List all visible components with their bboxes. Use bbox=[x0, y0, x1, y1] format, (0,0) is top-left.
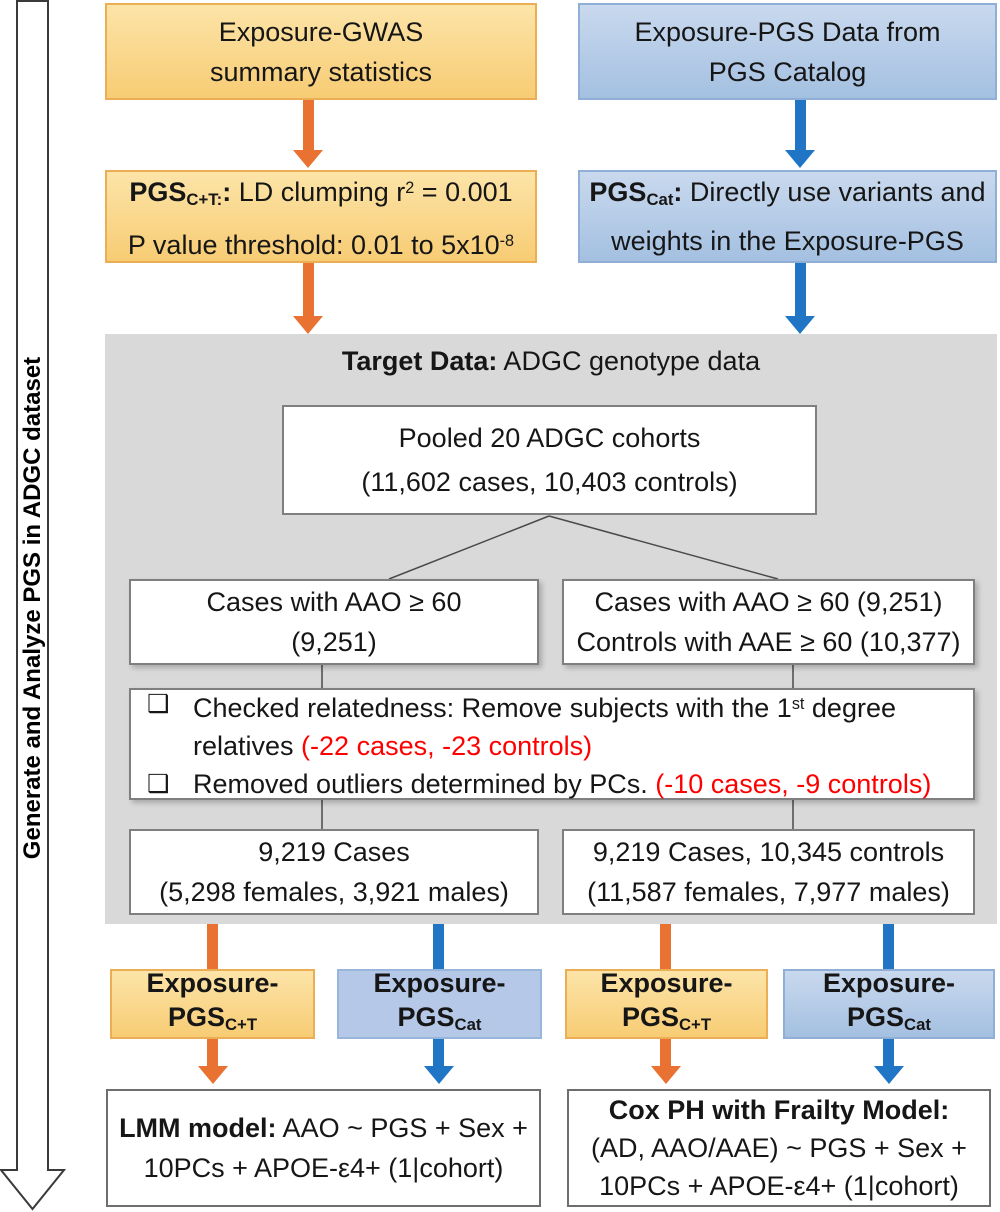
lmm-line1: LMM model: AAO ~ PGS + Sex + bbox=[119, 1113, 528, 1143]
lmm-model-box: LMM model: AAO ~ PGS + Sex + 10PCs + APO… bbox=[106, 1089, 541, 1207]
pooled-line2: (11,602 cases, 10,403 controls) bbox=[361, 467, 738, 497]
down-arrow-orange-head-icon bbox=[293, 316, 323, 334]
right-result-line2: (11,587 females, 7,977 males) bbox=[587, 877, 950, 907]
qc-item-relatedness: ❑ Checked relatedness: Remove subjects w… bbox=[147, 685, 957, 765]
qc-checklist-box: ❑ Checked relatedness: Remove subjects w… bbox=[129, 688, 975, 800]
qc-item-outliers-text: Removed outliers determined by PCs. (-10… bbox=[193, 769, 932, 800]
down-arrow-orange-icon bbox=[303, 263, 314, 317]
pgs-ct-line2: P value threshold: 0.01 to 5x10-8 bbox=[127, 229, 515, 260]
pgs-cat-method-box: PGSCat: Directly use variants and weight… bbox=[578, 170, 997, 263]
qc-item-relatedness-text: Checked relatedness: Remove subjects wit… bbox=[193, 693, 896, 762]
down-arrow-blue-head-icon bbox=[785, 316, 815, 334]
down-arrow-blue-head-icon bbox=[785, 150, 815, 168]
pgs-cat-line2: weights in the Exposure-PGS bbox=[611, 225, 964, 256]
exposure-pgs-cat-box-2: Exposure- PGSCat bbox=[783, 968, 995, 1039]
checkbox-bullet-icon: ❑ bbox=[147, 689, 170, 718]
right-case-line1: Cases with AAO ≥ 60 (9,251) bbox=[594, 587, 943, 617]
cox-line3: 10PCs + APOE-ε4+ (1|cohort) bbox=[599, 1171, 959, 1201]
qc-removed-counts-red: (-22 cases, -23 controls) bbox=[301, 731, 593, 762]
down-arrow-blue-icon bbox=[795, 100, 806, 152]
right-case-box: Cases with AAO ≥ 60 (9,251) Controls wit… bbox=[562, 579, 975, 665]
checkbox-bullet-icon: ❑ bbox=[147, 770, 170, 799]
left-case-box: Cases with AAO ≥ 60 (9,251) bbox=[129, 579, 539, 665]
cox-line1: Cox PH with Frailty Model: bbox=[608, 1095, 950, 1125]
pooled-line1: Pooled 20 ADGC cohorts bbox=[398, 423, 701, 453]
exposure-pgs-cat-box-1: Exposure- PGSCat bbox=[337, 968, 542, 1039]
pgs-cat-line1: PGSCat: Directly use variants and bbox=[589, 177, 986, 210]
target-data-title: Target Data: ADGC genotype data bbox=[341, 346, 761, 376]
down-arrow-blue-icon bbox=[795, 263, 806, 317]
cox-line2: (AD, AAO/AAE) ~ PGS + Sex + bbox=[591, 1133, 967, 1163]
qc-item-outliers: ❑ Removed outliers determined by PCs. (-… bbox=[147, 765, 957, 803]
exposure-gwas-line2: summary statistics bbox=[209, 56, 433, 87]
pgs-catalog-line1: Exposure-PGS Data from bbox=[634, 16, 941, 47]
pgs-ct-line1: PGSC+T:: LD clumping r2 = 0.001 bbox=[129, 177, 513, 210]
down-arrow-blue-head-icon bbox=[424, 1066, 454, 1084]
left-case-line2: (9,251) bbox=[291, 627, 377, 657]
down-arrow-orange-head-icon bbox=[293, 150, 323, 168]
left-result-line2: (5,298 females, 3,921 males) bbox=[159, 877, 509, 907]
exposure-gwas-line1: Exposure-GWAS bbox=[218, 16, 424, 47]
pgs-catalog-line2: PGS Catalog bbox=[708, 56, 867, 87]
right-result-box: 9,219 Cases, 10,345 controls (11,587 fem… bbox=[562, 829, 975, 915]
left-result-box: 9,219 Cases (5,298 females, 3,921 males) bbox=[129, 829, 539, 915]
cox-model-box: Cox PH with Frailty Model: (AD, AAO/AAE)… bbox=[567, 1089, 991, 1207]
lmm-line2: 10PCs + APOE-ε4+ (1|cohort) bbox=[143, 1153, 504, 1183]
down-arrow-orange-head-icon bbox=[651, 1066, 681, 1084]
exposure-pgs-ct-box-1: Exposure- PGSC+T bbox=[110, 968, 315, 1039]
pgs-ct-method-box: PGSC+T:: LD clumping r2 = 0.001 P value … bbox=[105, 170, 537, 263]
left-result-line1: 9,219 Cases bbox=[258, 837, 410, 867]
pgs-catalog-box: Exposure-PGS Data from PGS Catalog bbox=[578, 3, 997, 100]
down-arrow-orange-head-icon bbox=[198, 1066, 228, 1084]
qc-removed-counts-red: (-10 cases, -9 controls) bbox=[655, 769, 932, 800]
down-arrow-blue-head-icon bbox=[874, 1066, 904, 1084]
pooled-cohorts-box: Pooled 20 ADGC cohorts (11,602 cases, 10… bbox=[282, 405, 817, 515]
exposure-pgs-ct-box-2: Exposure- PGSC+T bbox=[565, 968, 768, 1039]
big-down-arrow-outline-icon bbox=[0, 0, 66, 1211]
exposure-gwas-box: Exposure-GWAS summary statistics bbox=[105, 3, 537, 100]
down-arrow-orange-icon bbox=[303, 100, 314, 152]
right-case-line2: Controls with AAE ≥ 60 (10,377) bbox=[576, 627, 961, 657]
left-case-line1: Cases with AAO ≥ 60 bbox=[206, 587, 462, 617]
right-result-line1: 9,219 Cases, 10,345 controls bbox=[592, 837, 945, 867]
